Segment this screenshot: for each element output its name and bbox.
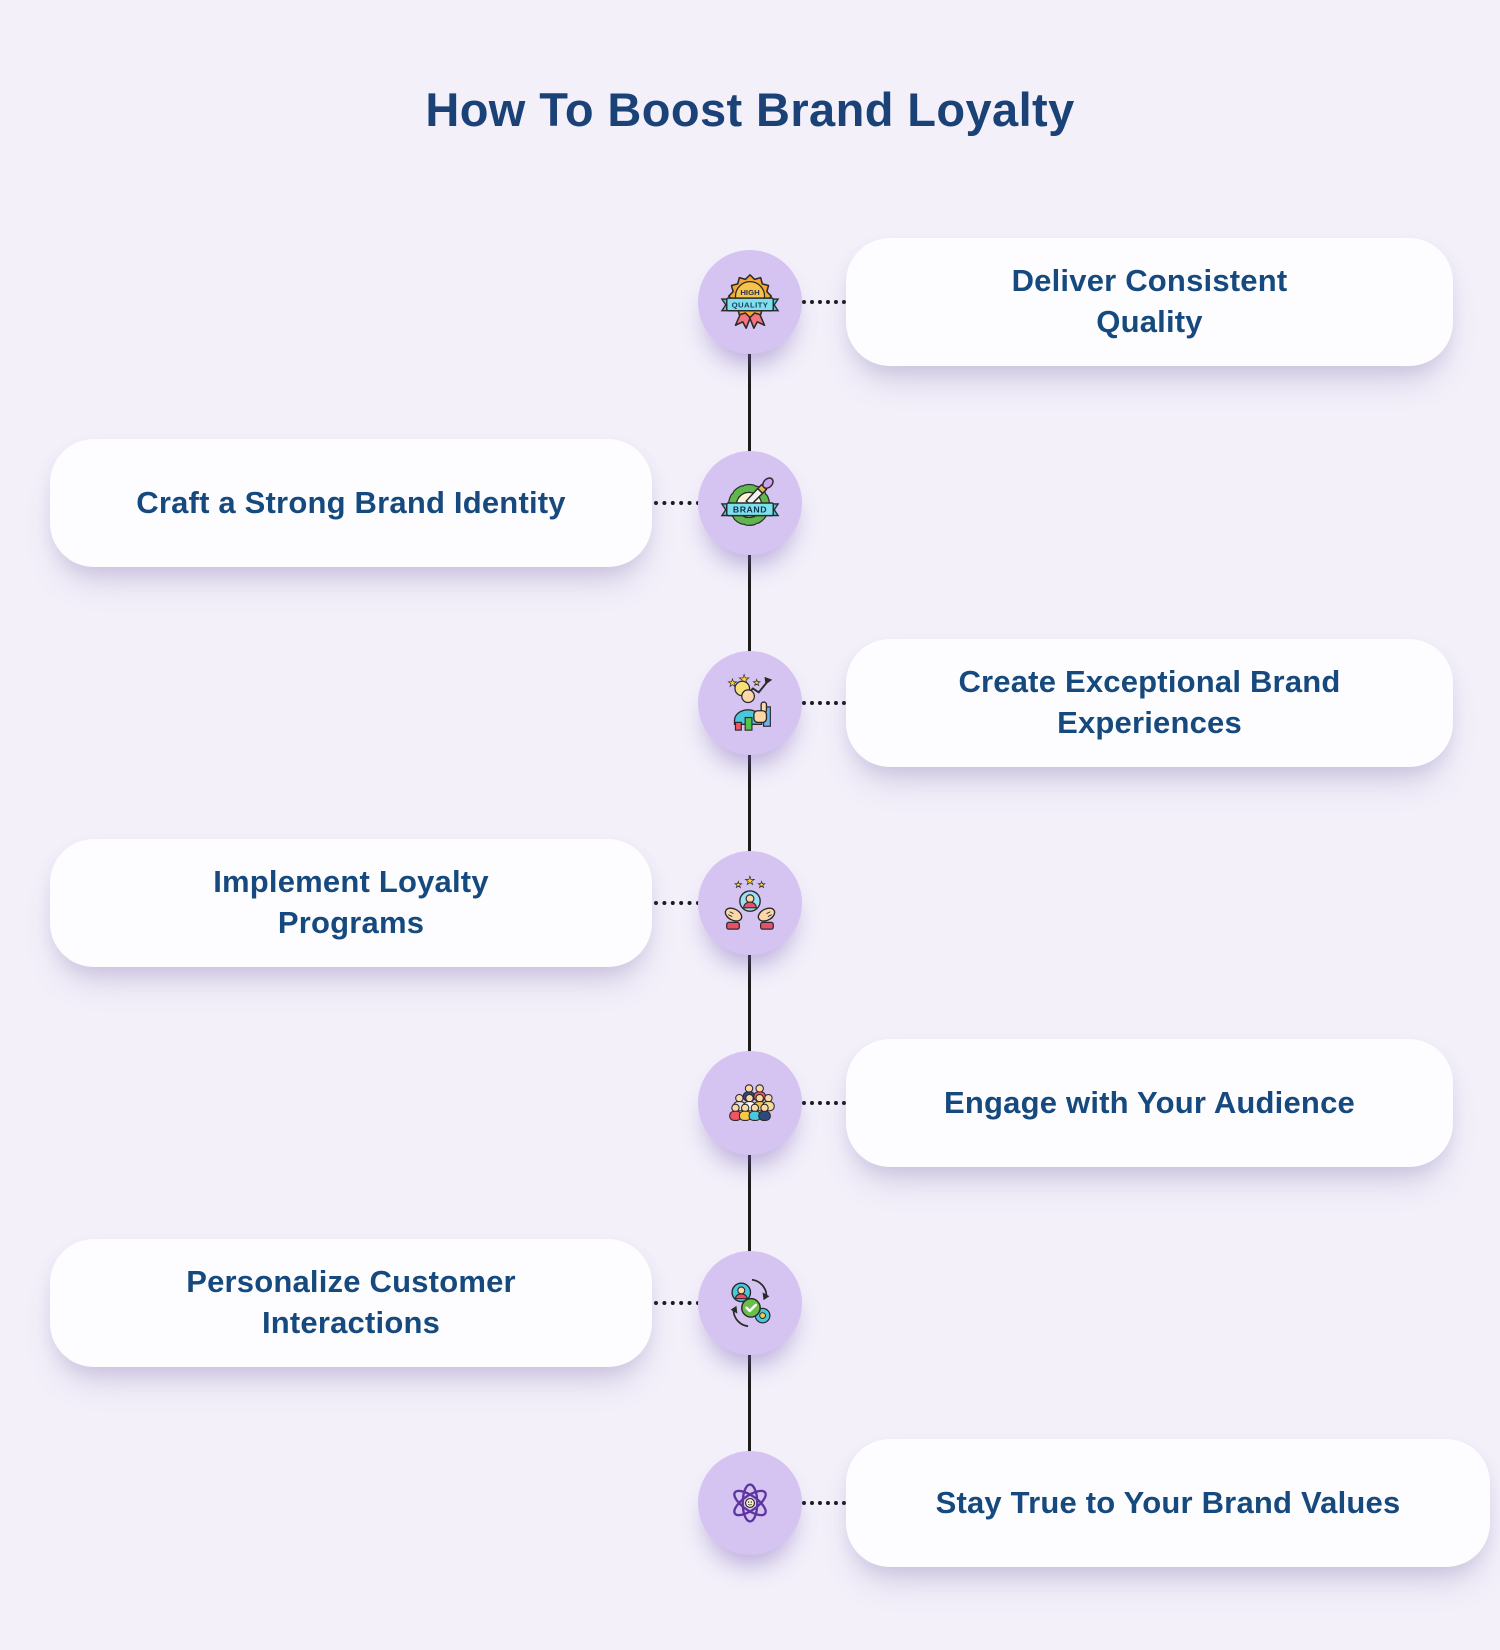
- badge-top-text: HIGH: [740, 288, 760, 297]
- step-card: Stay True to Your Brand Values: [846, 1439, 1490, 1567]
- brand-wreath-icon: BRAND: [720, 477, 780, 527]
- step-card: Craft a Strong Brand Identity: [50, 439, 652, 567]
- step-label: Craft a Strong Brand Identity: [136, 484, 566, 520]
- personalization-cycle-icon: [730, 1278, 771, 1328]
- dotted-connector: [802, 300, 846, 304]
- step-label: Implement Loyalty Programs: [213, 864, 489, 940]
- step-card: Personalize Customer Interactions: [50, 1239, 652, 1367]
- star-glyph: ★: [739, 673, 750, 687]
- step-2-node: BRAND: [698, 451, 802, 555]
- step-label: Create Exceptional Brand Experiences: [958, 664, 1341, 740]
- customer-experience-icon: ★ ★ ★: [727, 672, 773, 731]
- step-card: Implement Loyalty Programs: [50, 839, 652, 967]
- loyalty-hands-icon: ★ ★ ★: [724, 874, 776, 930]
- star-glyph: ★: [753, 678, 761, 688]
- step-1-node: HIGH QUALITY: [698, 250, 802, 354]
- audience-crowd-icon: [729, 1084, 775, 1121]
- step-5-node: [698, 1051, 802, 1155]
- step-card: Deliver Consistent Quality: [846, 238, 1453, 366]
- step-label: Deliver Consistent Quality: [1011, 263, 1288, 339]
- step-7-node: [698, 1451, 802, 1555]
- dotted-connector: [654, 1301, 700, 1305]
- brand-banner-text: BRAND: [733, 504, 767, 514]
- step-label: Engage with Your Audience: [944, 1084, 1355, 1120]
- dotted-connector: [802, 701, 846, 705]
- badge-banner-text: QUALITY: [732, 301, 769, 310]
- step-card: Engage with Your Audience: [846, 1039, 1453, 1167]
- star-glyph: ★: [734, 880, 742, 890]
- step-label: Stay True to Your Brand Values: [935, 1484, 1401, 1520]
- dotted-connector: [654, 901, 700, 905]
- star-glyph: ★: [728, 678, 738, 690]
- atom-brand-values-icon: [733, 1483, 767, 1523]
- dotted-connector: [802, 1101, 846, 1105]
- dotted-connector: [802, 1501, 846, 1505]
- step-card: Create Exceptional Brand Experiences: [846, 639, 1453, 767]
- dotted-connector: [654, 501, 700, 505]
- star-glyph: ★: [758, 880, 766, 890]
- step-4-node: ★ ★ ★: [698, 851, 802, 955]
- page-title: How To Boost Brand Loyalty: [425, 83, 1075, 136]
- step-6-node: [698, 1251, 802, 1355]
- step-3-node: ★ ★ ★: [698, 651, 802, 755]
- star-glyph: ★: [745, 875, 755, 888]
- step-label: Personalize Customer Interactions: [186, 1264, 516, 1340]
- high-quality-rosette-icon: HIGH QUALITY: [720, 274, 780, 329]
